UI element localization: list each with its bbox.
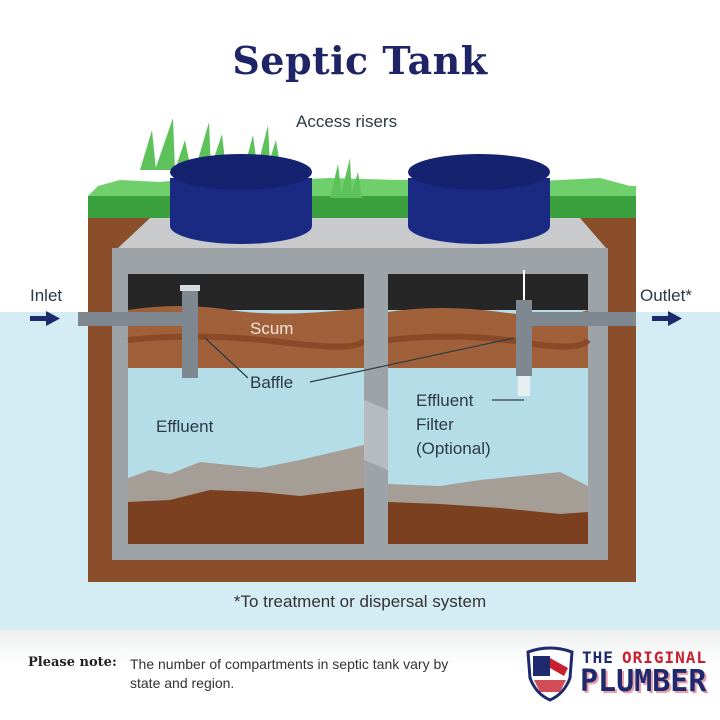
outlet-label: Outlet* bbox=[640, 286, 692, 305]
left-sludge bbox=[128, 488, 364, 544]
outlet-tee bbox=[516, 300, 532, 376]
effluent-label: Effluent bbox=[156, 417, 214, 436]
shield-logo-icon bbox=[526, 646, 574, 702]
baffle-leader-right bbox=[309, 337, 515, 383]
inlet-label: Inlet bbox=[30, 286, 63, 305]
left-air-space bbox=[128, 274, 364, 310]
effluent-filter bbox=[518, 376, 530, 396]
logo: THE ORIGINAL PLUMBER bbox=[524, 646, 708, 702]
logo-original: ORIGINAL bbox=[622, 648, 708, 667]
inlet-arrow-icon bbox=[30, 311, 60, 326]
right-sludge bbox=[388, 502, 588, 544]
baffle-leader-left bbox=[204, 337, 249, 379]
scum-label: Scum bbox=[250, 319, 294, 338]
note-label: Please note: bbox=[28, 655, 117, 670]
outlet-pipe bbox=[524, 312, 636, 326]
effluent-filter-line1: Effluent bbox=[416, 391, 474, 410]
effluent-filter-line3: (Optional) bbox=[416, 439, 491, 458]
riser-left-cap bbox=[170, 154, 312, 190]
riser-right-cap bbox=[408, 154, 550, 190]
outlet-arrow-icon bbox=[652, 311, 682, 326]
logo-plumber: PLUMBER bbox=[580, 664, 707, 699]
inlet-pipe bbox=[78, 312, 188, 326]
right-air-space bbox=[388, 274, 588, 310]
logo-the: THE bbox=[582, 648, 614, 667]
baffle-label: Baffle bbox=[250, 373, 294, 392]
page-title: Septic Tank bbox=[232, 38, 488, 83]
note-label-text: Please note bbox=[28, 655, 112, 670]
footnote: *To treatment or dispersal system bbox=[233, 592, 487, 611]
note-text: The number of compartments in septic tan… bbox=[130, 656, 449, 691]
footer-band bbox=[0, 630, 720, 720]
effluent-filter-label: Effluent Filter (Optional) bbox=[416, 389, 491, 461]
access-risers-label: Access risers bbox=[296, 112, 398, 131]
effluent-filter-line2: Filter bbox=[416, 415, 454, 434]
inlet-baffle bbox=[182, 288, 198, 378]
